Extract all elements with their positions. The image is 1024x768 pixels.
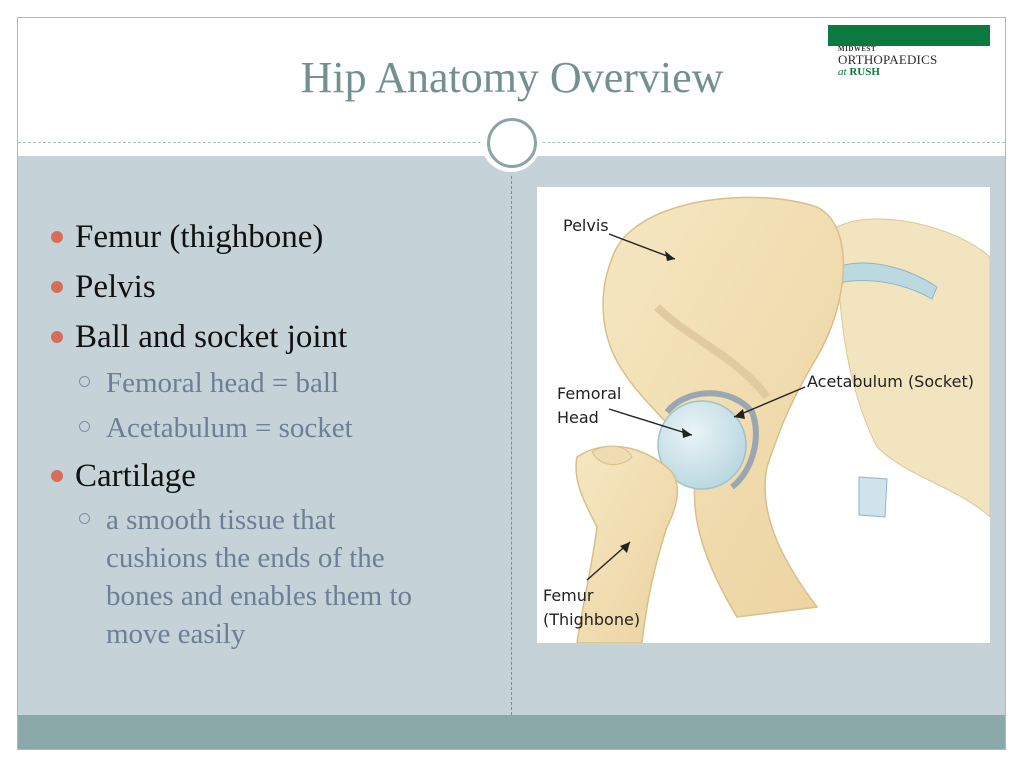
acetabulum-rim bbox=[664, 390, 759, 490]
sub-bullet-text: Acetabulum = socket bbox=[106, 412, 353, 444]
femoral-head-arrowhead bbox=[682, 428, 692, 438]
acetabulum-arrowhead bbox=[734, 409, 745, 419]
hip-anatomy-illustration: Pelvis Femoral Head Acetabulum (Socket) … bbox=[537, 187, 991, 644]
sub-bullet-item: a smooth tissue that bbox=[45, 501, 495, 539]
sub-bullet-circle-icon bbox=[79, 376, 90, 387]
logo-line-1: MIDWEST bbox=[838, 45, 877, 53]
bullet-dot-icon bbox=[51, 281, 63, 293]
sub-bullet-continuation: move easily bbox=[106, 618, 246, 650]
bullet-text: Pelvis bbox=[75, 269, 156, 305]
disc-shape bbox=[836, 262, 938, 300]
bullet-item: Pelvis bbox=[45, 262, 495, 312]
label-pelvis: Pelvis bbox=[563, 216, 609, 235]
label-acetabulum: Acetabulum (Socket) bbox=[807, 372, 974, 391]
femur-arrowhead bbox=[620, 542, 630, 553]
sacrum-shape bbox=[836, 218, 991, 519]
greater-trochanter bbox=[591, 445, 633, 466]
bullet-dot-icon bbox=[51, 331, 63, 343]
slide-footer-bar bbox=[18, 715, 1005, 749]
bullet-text: Femur (thighbone) bbox=[75, 219, 324, 255]
pelvis-inner-edge bbox=[654, 304, 771, 400]
sub-bullet-continuation: bones and enables them to bbox=[106, 580, 413, 612]
pelvis-arrow bbox=[608, 233, 676, 260]
hip-anatomy-svg: Pelvis Femoral Head Acetabulum (Socket) … bbox=[543, 196, 991, 644]
logo-line-3: at RUSH bbox=[838, 66, 880, 78]
sub-bullet-text: a smooth tissue that bbox=[106, 504, 336, 536]
ring-ornament-icon bbox=[487, 118, 537, 168]
femoral-head-arrow bbox=[608, 408, 693, 436]
bullet-text: Ball and socket joint bbox=[75, 319, 348, 355]
label-femur-2: (Thighbone) bbox=[543, 610, 640, 629]
bullet-dot-icon bbox=[51, 231, 63, 243]
femoral-head-shape bbox=[657, 400, 747, 490]
acetabulum-arrow bbox=[733, 386, 806, 418]
pelvis-arrowhead bbox=[665, 251, 675, 261]
bullet-list: Femur (thighbone) Pelvis Ball and socket… bbox=[45, 212, 495, 653]
sub-bullet-text: Femoral head = ball bbox=[106, 367, 339, 399]
midwest-orthopaedics-logo: MIDWEST ORTHOPAEDICS at RUSH bbox=[828, 25, 990, 85]
column-divider bbox=[511, 176, 512, 715]
sub-bullet-item: Femoral head = ball bbox=[45, 364, 495, 402]
slide-title: Hip Anatomy Overview bbox=[300, 53, 724, 102]
sub-bullet-continuation: cushions the ends of the bbox=[106, 542, 385, 574]
coccyx-disc bbox=[858, 476, 888, 518]
bullet-dot-icon bbox=[51, 470, 63, 482]
logo-rush: RUSH bbox=[849, 66, 880, 78]
sub-bullet-circle-icon bbox=[79, 421, 90, 432]
slide-frame bbox=[17, 17, 1006, 750]
label-femur-1: Femur bbox=[543, 586, 594, 605]
sub-bullet-circle-icon bbox=[79, 513, 90, 524]
logo-at: at bbox=[838, 66, 847, 78]
bullet-text: Cartilage bbox=[75, 458, 196, 494]
bullet-item: Ball and socket joint bbox=[45, 312, 495, 362]
label-femoral-head-2: Head bbox=[557, 408, 599, 427]
logo-green-bar bbox=[828, 25, 990, 46]
label-femoral-head-1: Femoral bbox=[557, 384, 621, 403]
logo-line-2: ORTHOPAEDICS bbox=[838, 52, 938, 67]
bullet-item: Femur (thighbone) bbox=[45, 212, 495, 262]
bullet-item: Cartilage bbox=[45, 451, 495, 501]
sub-bullet-item: Acetabulum = socket bbox=[45, 409, 495, 447]
